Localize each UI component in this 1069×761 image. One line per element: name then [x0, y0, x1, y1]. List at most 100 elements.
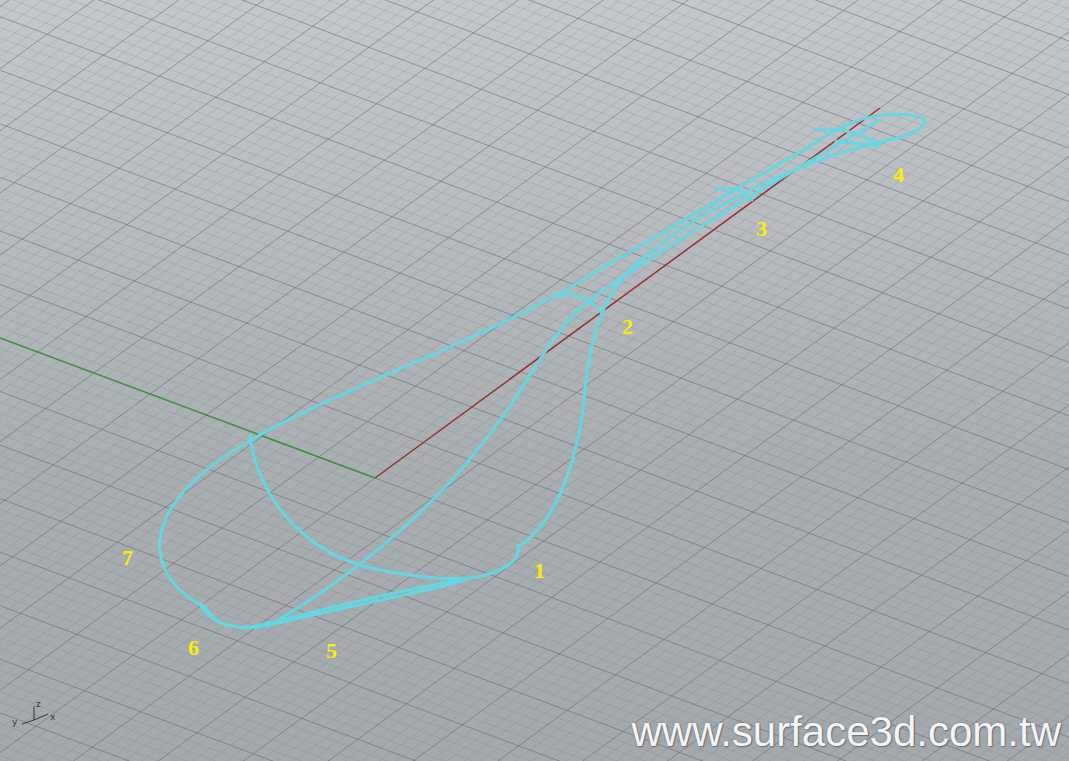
grid-minor-line [0, 0, 711, 761]
grid-minor-line [0, 0, 1069, 510]
grid-major-line [0, 0, 520, 761]
grid-minor-line [0, 155, 1069, 761]
grid-major-line [0, 0, 1069, 326]
grid-minor-line [0, 0, 1069, 695]
grid-minor-line [0, 0, 1069, 305]
grid-major-line [0, 0, 1026, 761]
grid-minor-line [0, 0, 1037, 761]
grid-minor-line [0, 0, 1069, 447]
grid-minor-line [0, 0, 644, 761]
grid-minor-line [0, 105, 1069, 761]
grid-minor-line [0, 0, 1069, 369]
grid-minor-line [0, 431, 1069, 761]
grid-minor-line [0, 0, 1069, 454]
grid-minor-line [0, 0, 1069, 489]
grid-minor-line [0, 0, 1069, 553]
grid-minor-line [0, 0, 498, 761]
grid-minor-line [0, 0, 1069, 234]
grid-minor-line [0, 48, 1069, 761]
grid-minor-line [0, 538, 1069, 761]
grid-minor-line [0, 0, 587, 761]
grid-minor-line [0, 0, 1069, 532]
grid-minor-line [0, 0, 610, 761]
axis-letter: y [12, 718, 17, 727]
grid-minor-line [0, 148, 1069, 761]
grid-minor-line [106, 0, 1069, 761]
grid-minor-line [0, 0, 959, 761]
grid-minor-line [0, 438, 1069, 761]
grid-major-line [0, 0, 576, 761]
grid-minor-line [0, 0, 543, 761]
grid-minor-line [0, 0, 1069, 205]
grid-major-line [0, 0, 464, 761]
grid-minor-line [0, 0, 700, 761]
grid-minor-line [0, 0, 531, 761]
grid-minor-line [0, 0, 1069, 390]
grid-minor-line [0, 0, 790, 761]
grid-major-line [0, 0, 632, 761]
grid-minor-line [0, 0, 1069, 248]
grid-major-line [0, 0, 1069, 574]
grid-minor-line [0, 0, 1069, 737]
grid-minor-line [0, 375, 1069, 761]
grid-minor-line [0, 0, 891, 761]
grid-major-line [0, 0, 1069, 610]
grid-minor-line [0, 0, 677, 761]
grid-minor-line [0, 0, 869, 761]
grid-minor-line [0, 0, 1069, 518]
grid-minor-line [0, 0, 1069, 744]
